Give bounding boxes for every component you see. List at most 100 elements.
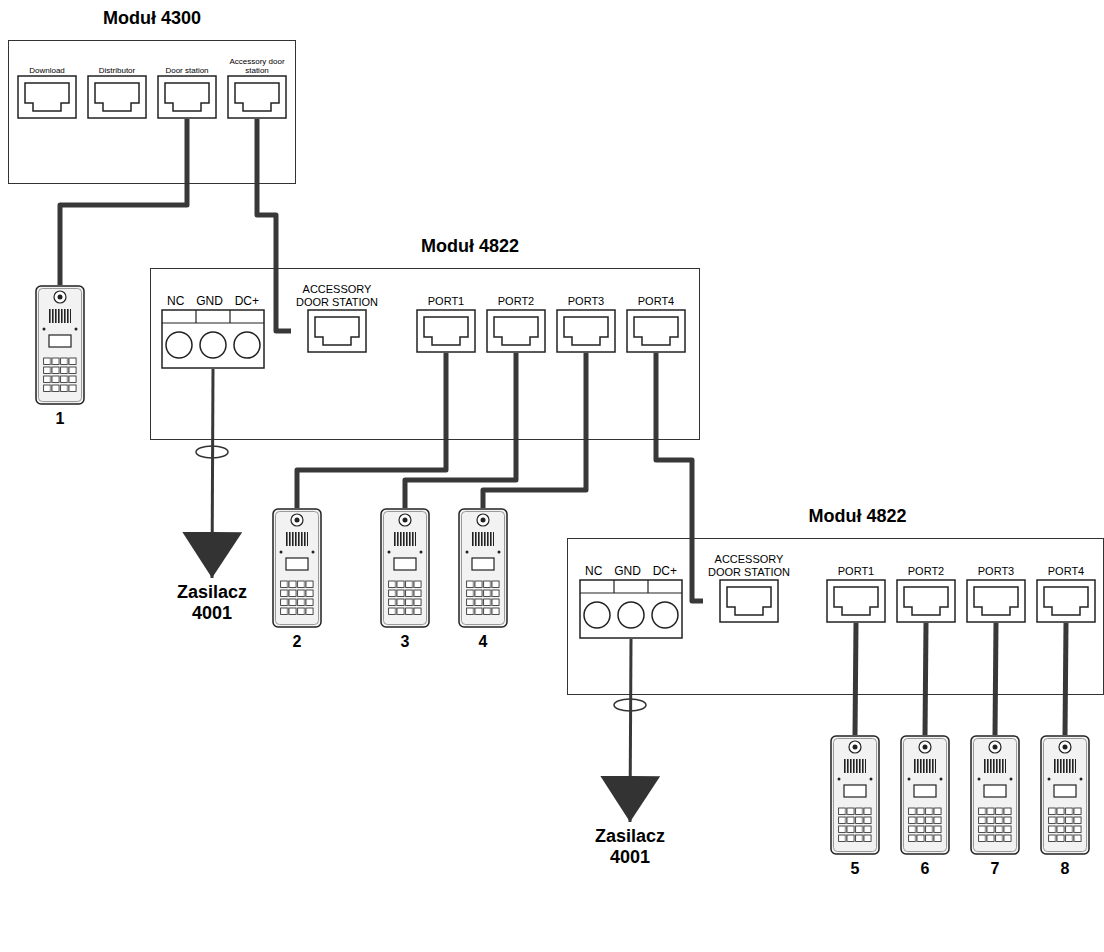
rj45-jack <box>18 76 76 118</box>
cable <box>656 353 703 601</box>
rj45-jack <box>557 310 615 352</box>
rj45-jack <box>416 309 476 353</box>
port-label: PORT4 <box>623 293 689 309</box>
terminal-symbol <box>161 309 265 369</box>
rj45-port: Download <box>15 55 79 119</box>
door-station: 5 <box>830 735 880 879</box>
terminal-symbol <box>580 580 682 638</box>
rj45-port: PORT2 <box>483 293 549 353</box>
accessory-port: ACCESSORY DOOR STATION <box>703 551 795 623</box>
module-box: NC GND DC+ACCESSORY DOOR STATIONPORT1POR… <box>567 538 1104 695</box>
terminal-label: NC GND DC+ <box>161 293 265 309</box>
module-title: Moduł 4822 <box>196 235 744 257</box>
door-station-symbol <box>380 508 430 628</box>
power-line <box>630 639 631 822</box>
door-station-symbol <box>971 736 1019 854</box>
door-station-symbol <box>273 509 321 627</box>
rj45-jack <box>1036 579 1096 623</box>
rj45-port: PORT1 <box>413 293 479 353</box>
rj45-jack <box>157 75 217 119</box>
rj45-jack <box>720 580 778 622</box>
rj45-port: PORT3 <box>553 293 619 353</box>
rj45-jack <box>307 309 367 353</box>
door-station-symbol <box>1041 736 1089 854</box>
rj45-jack <box>17 75 77 119</box>
accessory-port: ACCESSORY DOOR STATION <box>291 281 383 353</box>
door-station: 2 <box>272 508 322 652</box>
rj45-jack <box>556 309 616 353</box>
cable <box>855 623 856 735</box>
callout-number: 5 <box>830 859 880 879</box>
port-label: Door station <box>155 55 219 75</box>
rj45-jack <box>486 309 546 353</box>
port-label: Accessory door station <box>225 55 289 75</box>
door-station-symbol <box>459 509 507 627</box>
door-station-symbol <box>36 286 84 404</box>
rj45-jack <box>896 579 956 623</box>
rj45-jack <box>87 75 147 119</box>
cable <box>60 119 187 285</box>
rj45-jack <box>487 310 545 352</box>
module-title: Moduł 4822 <box>590 505 1104 527</box>
rj45-jack <box>308 310 366 352</box>
callout-number: 6 <box>900 859 950 879</box>
door-station: 4 <box>458 508 508 652</box>
callout-number: 1 <box>35 409 85 429</box>
cable <box>1065 623 1066 735</box>
callout-number: 7 <box>970 859 1020 879</box>
port-label: PORT2 <box>893 563 959 579</box>
power-supply-label: Zasilacz 4001 <box>157 582 267 624</box>
rj45-port: PORT4 <box>1033 563 1099 623</box>
cable <box>483 353 586 508</box>
port-label: ACCESSORY DOOR STATION <box>291 281 383 309</box>
rj45-port: Distributor <box>85 55 149 119</box>
door-station-symbol <box>970 735 1020 855</box>
rj45-jack <box>967 580 1025 622</box>
power-supply-label: Zasilacz 4001 <box>575 826 685 868</box>
door-station-symbol <box>901 736 949 854</box>
port-label: PORT1 <box>413 293 479 309</box>
rj45-jack <box>626 309 686 353</box>
terminal-symbol <box>579 579 683 639</box>
door-station: 8 <box>1040 735 1090 879</box>
port-label: PORT2 <box>483 293 549 309</box>
rj45-jack <box>417 310 475 352</box>
port-label: PORT3 <box>553 293 619 309</box>
door-station-symbol <box>831 736 879 854</box>
rj45-jack <box>88 76 146 118</box>
rj45-port: PORT1 <box>823 563 889 623</box>
door-station-symbol <box>458 508 508 628</box>
module-box: NC GND DC+ACCESSORY DOOR STATIONPORT1POR… <box>150 268 700 440</box>
power-line <box>212 369 213 578</box>
door-station-symbol <box>830 735 880 855</box>
rj45-port: PORT4 <box>623 293 689 353</box>
port-label: PORT3 <box>963 563 1029 579</box>
power-supply: Zasilacz 4001 <box>575 822 685 868</box>
door-station-symbol <box>272 508 322 628</box>
terminal-block: NC GND DC+ <box>579 563 683 639</box>
rj45-jack <box>719 579 779 623</box>
port-label: ACCESSORY DOOR STATION <box>703 551 795 579</box>
door-station: 3 <box>380 508 430 652</box>
door-station-symbol <box>381 509 429 627</box>
rj45-jack <box>897 580 955 622</box>
rj45-port: Accessory door station <box>225 55 289 119</box>
door-station-symbol <box>900 735 950 855</box>
callout-number: 4 <box>458 632 508 652</box>
rj45-jack <box>627 310 685 352</box>
terminal-symbol <box>162 310 264 368</box>
cable <box>257 119 291 331</box>
module-box: DownloadDistributor Door station Accessory… <box>8 40 296 184</box>
rj45-port: PORT2 <box>893 563 959 623</box>
cable <box>995 623 996 735</box>
rj45-jack <box>158 76 216 118</box>
door-station: 1 <box>35 285 85 429</box>
door-station: 6 <box>900 735 950 879</box>
door-station: 7 <box>970 735 1020 879</box>
rj45-port: Door station <box>155 55 219 119</box>
cable <box>925 623 926 735</box>
callout-number: 3 <box>380 632 430 652</box>
door-station-symbol <box>35 285 85 405</box>
rj45-jack <box>826 579 886 623</box>
module-title: Moduł 4300 <box>9 7 295 29</box>
